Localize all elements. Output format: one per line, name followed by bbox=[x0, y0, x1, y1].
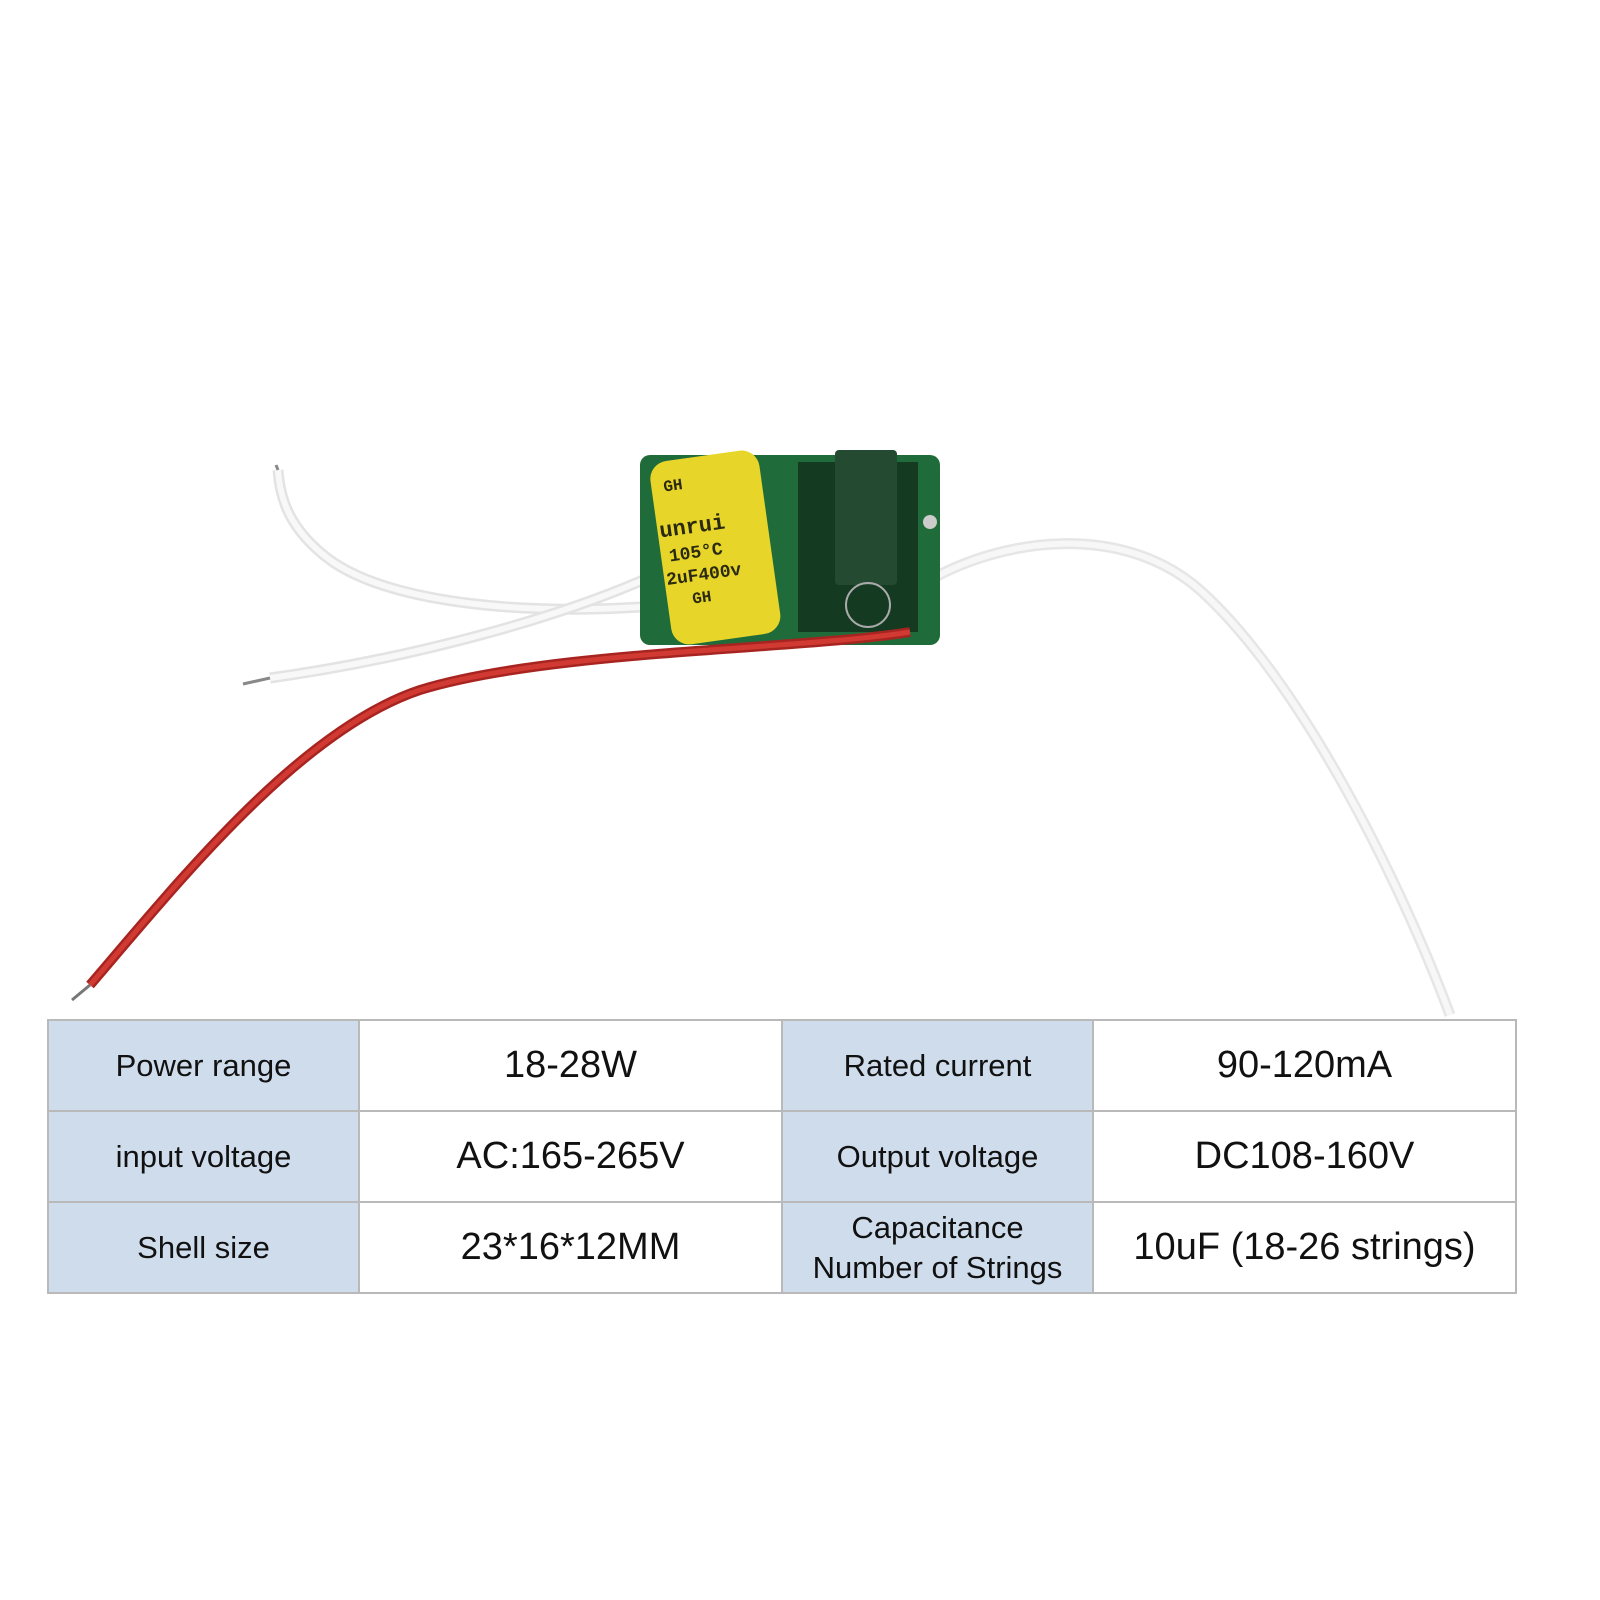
label-capacitance-strings: Capacitance Number of Strings bbox=[781, 1201, 1094, 1294]
label-shell-size: Shell size bbox=[47, 1201, 360, 1294]
label-input-voltage: input voltage bbox=[47, 1110, 360, 1203]
value-shell-size: 23*16*12MM bbox=[358, 1201, 783, 1294]
value-output-voltage: DC108-160V bbox=[1092, 1110, 1517, 1203]
transformer bbox=[835, 450, 897, 585]
white-input-wire-1 bbox=[272, 469, 666, 615]
table-row: Shell size 23*16*12MM Capacitance Number… bbox=[47, 1201, 1517, 1294]
white-output-wire bbox=[927, 538, 1456, 1017]
value-capacitance-strings: 10uF (18-26 strings) bbox=[1092, 1201, 1517, 1294]
spec-table: Power range 18-28W Rated current 90-120m… bbox=[47, 1019, 1517, 1294]
table-row: Power range 18-28W Rated current 90-120m… bbox=[47, 1019, 1517, 1112]
value-input-voltage: AC:165-265V bbox=[358, 1110, 783, 1203]
svg-text:GH: GH bbox=[662, 476, 684, 496]
label-rated-current: Rated current bbox=[781, 1019, 1094, 1112]
value-rated-current: 90-120mA bbox=[1092, 1019, 1517, 1112]
table-row: input voltage AC:165-265V Output voltage… bbox=[47, 1110, 1517, 1203]
capacitor: GH unrui 105°C 2uF400v GH bbox=[650, 450, 781, 645]
svg-text:GH: GH bbox=[691, 588, 713, 608]
label-power-range: Power range bbox=[47, 1019, 360, 1112]
red-wire bbox=[86, 627, 911, 989]
label-output-voltage: Output voltage bbox=[781, 1110, 1094, 1203]
label-capacitance: Capacitance bbox=[851, 1209, 1024, 1245]
value-power-range: 18-28W bbox=[358, 1019, 783, 1112]
label-number-of-strings: Number of Strings bbox=[812, 1249, 1063, 1285]
